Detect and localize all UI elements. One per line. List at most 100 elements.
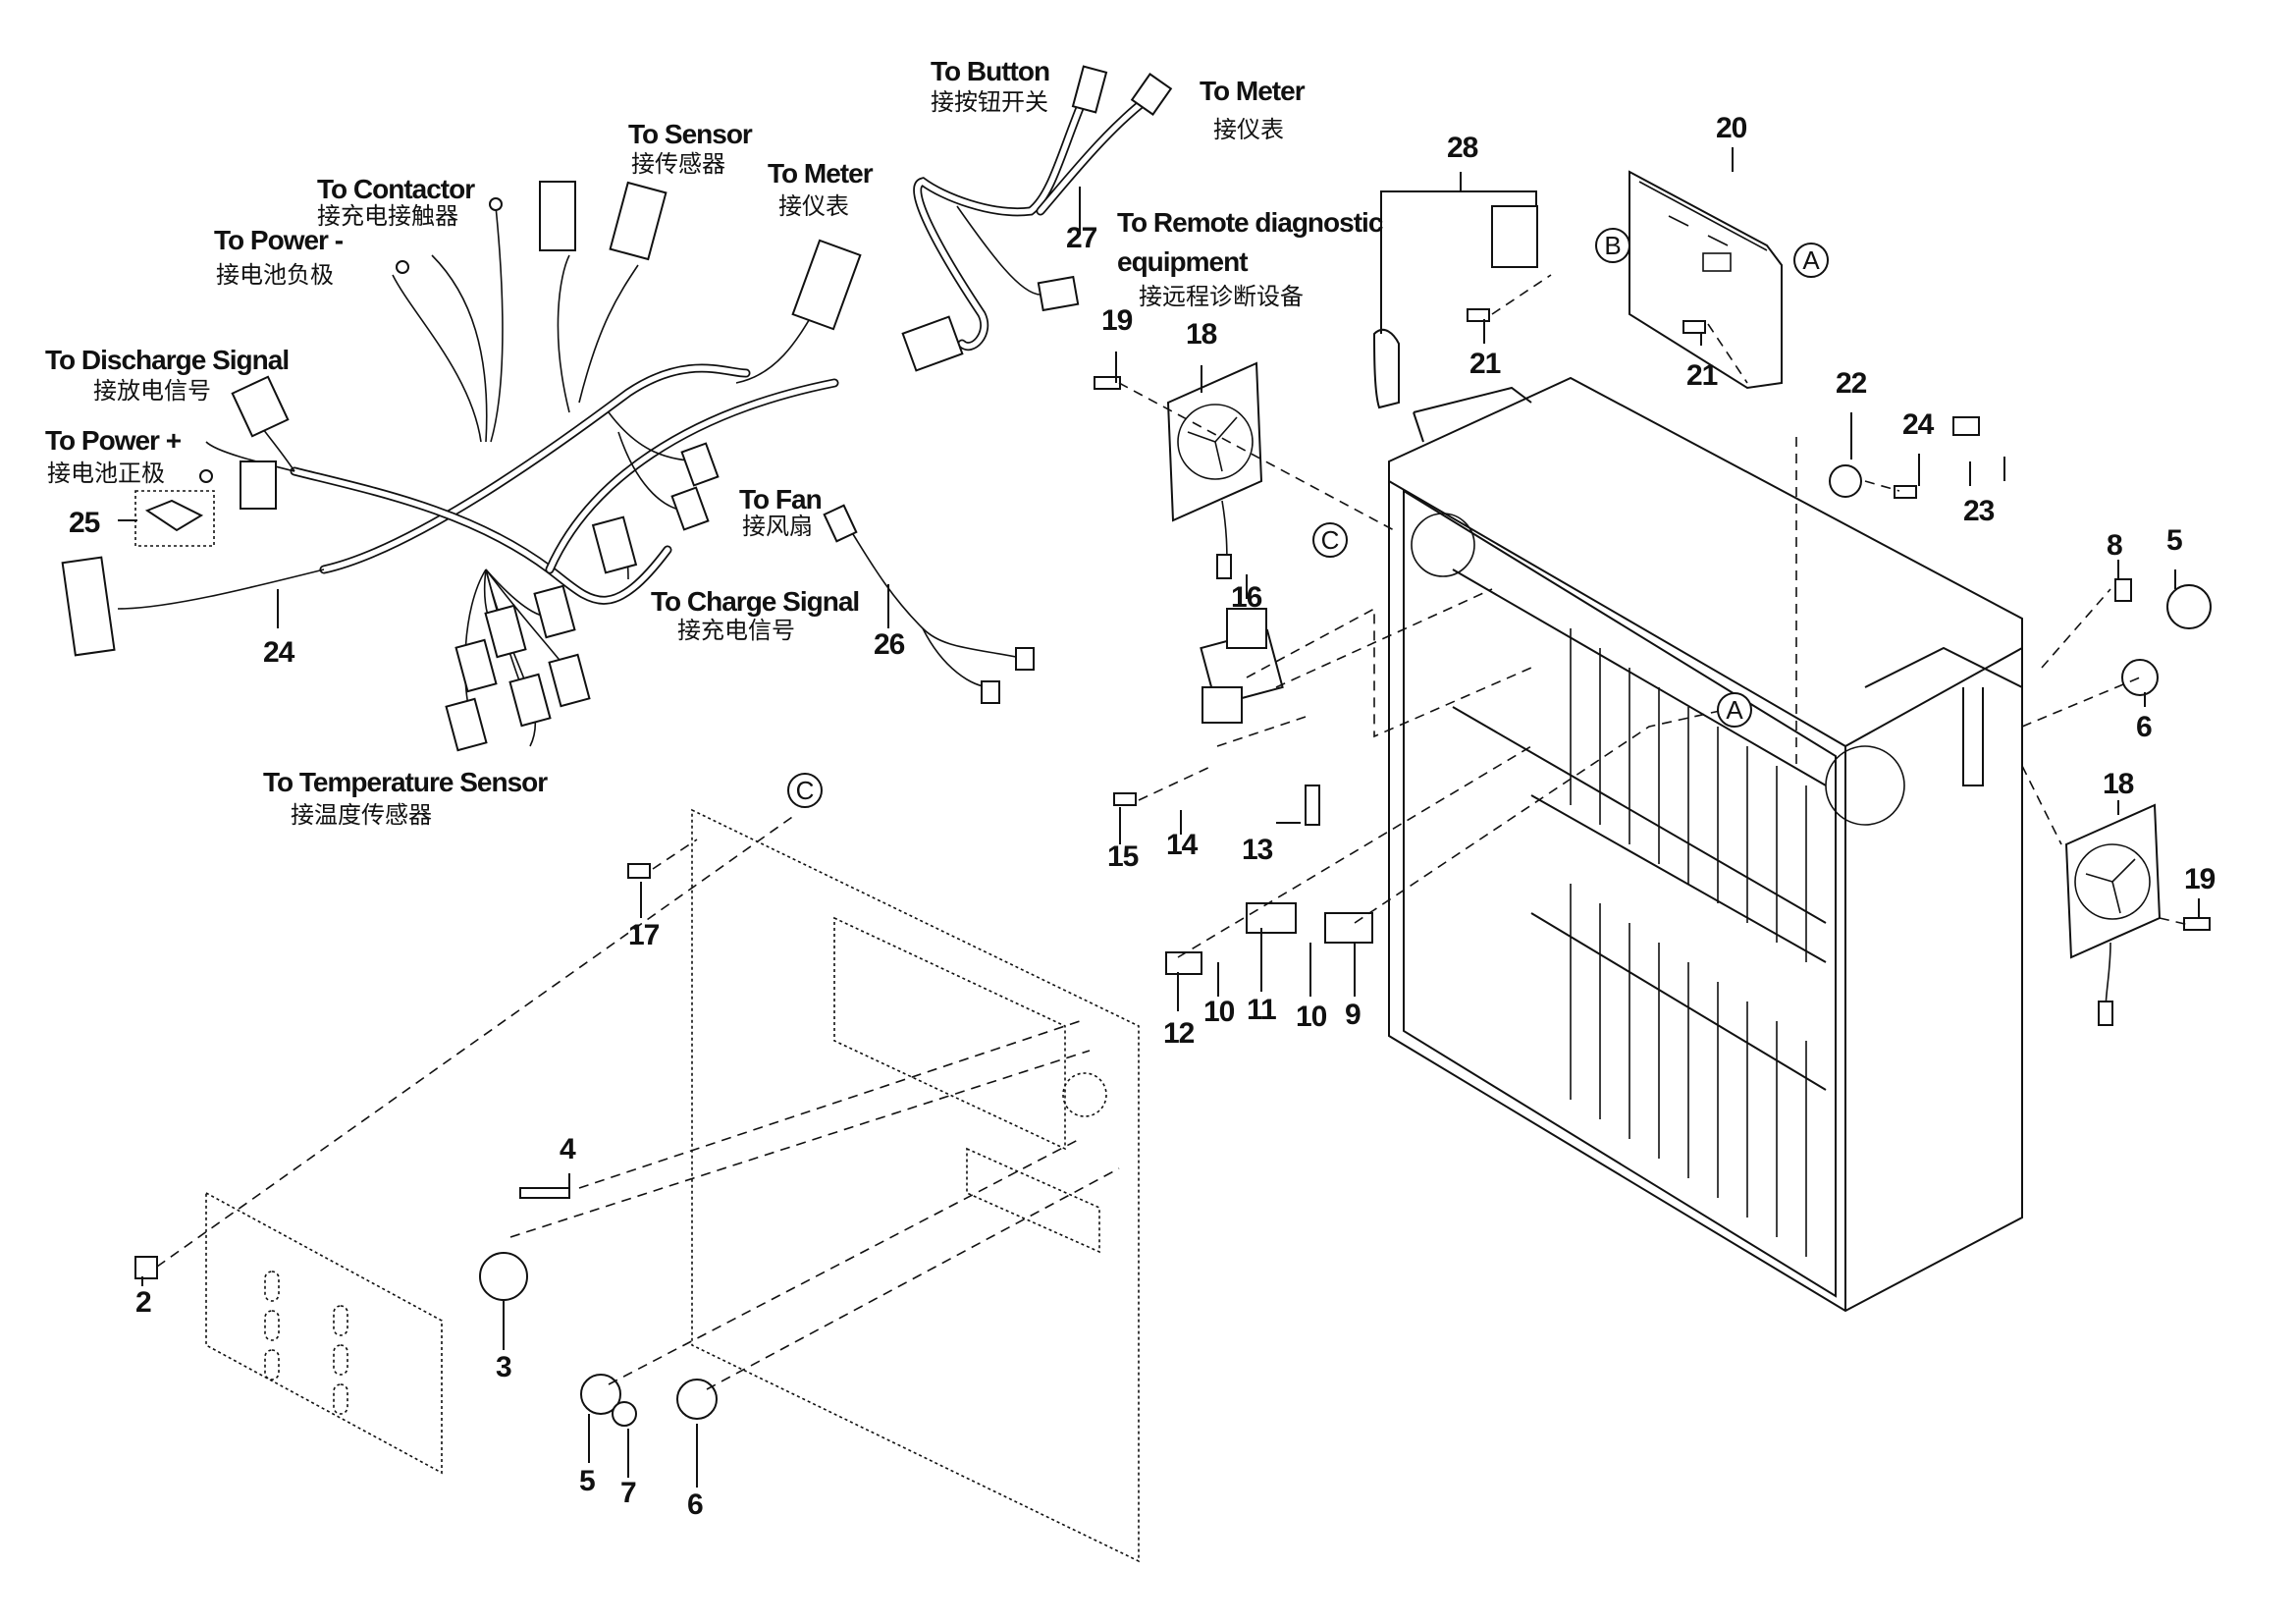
svg-text:To Discharge Signal: To Discharge Signal	[45, 345, 289, 375]
wire-harness-27	[901, 65, 1173, 372]
ref-marker-A-top: A	[1793, 243, 1829, 278]
ref-marker-C-fan: C	[1312, 522, 1348, 558]
fuse-holder	[240, 460, 277, 510]
vent-slots	[264, 1271, 348, 1415]
svg-text:equipment: equipment	[1117, 246, 1248, 277]
screw-17	[627, 863, 651, 879]
sensor-connector-1	[539, 181, 576, 251]
bracket-12	[1165, 951, 1202, 975]
fan-wire-26	[843, 519, 1022, 659]
part-19-left: 19	[1101, 304, 1133, 337]
controller-board-20	[1629, 170, 1783, 390]
svg-text:接充电接触器: 接充电接触器	[317, 202, 458, 230]
knob-6-right	[2121, 659, 2159, 696]
part-17: 17	[628, 919, 660, 951]
part-12: 12	[1163, 1017, 1195, 1050]
label-to-power-pos: To Power +接电池正极	[45, 425, 183, 487]
part-11: 11	[1247, 994, 1276, 1026]
label-to-power-neg: To Power - 接电池负极	[214, 225, 345, 289]
fuse-25-box	[134, 490, 215, 547]
knob-5-right	[2166, 584, 2212, 629]
power-pos-ring-terminal	[199, 469, 213, 483]
knob-5-bottom	[580, 1374, 621, 1415]
part-2: 2	[135, 1286, 151, 1319]
part-18-left: 18	[1186, 318, 1217, 351]
fuse-25	[144, 499, 204, 532]
part-26: 26	[874, 628, 905, 661]
fan-18-right	[2064, 803, 2162, 1026]
assembly-lines	[156, 274, 2190, 1390]
screw-2	[134, 1256, 158, 1279]
battery-cells	[1570, 628, 1807, 1257]
sensor-23	[1952, 416, 1980, 436]
sensor-connector-2	[609, 181, 667, 261]
part-24-harness: 24	[263, 636, 295, 669]
remote-antenna-28	[1372, 328, 1400, 409]
svg-text:To Power -: To Power -	[214, 225, 344, 255]
ref-marker-A-cabinet: A	[1717, 692, 1752, 728]
part-25: 25	[69, 507, 100, 539]
svg-text:To Fan: To Fan	[739, 484, 822, 514]
part-27: 27	[1066, 222, 1097, 254]
part-20: 20	[1716, 112, 1747, 144]
part-22: 22	[1836, 367, 1867, 400]
part-13: 13	[1242, 834, 1273, 866]
svg-text:To Remote diagnostic: To Remote diagnostic	[1117, 207, 1383, 238]
cable-4	[519, 1187, 570, 1199]
main-harness-connector	[61, 556, 116, 657]
power-neg-ring-terminal	[396, 260, 409, 274]
part-16: 16	[1231, 581, 1262, 614]
svg-text:接电池负极: 接电池负极	[216, 261, 334, 289]
part-5-bottom: 5	[579, 1465, 595, 1497]
fan-18-left	[1166, 361, 1263, 579]
part-7: 7	[620, 1477, 636, 1509]
fan-connector-a	[680, 442, 720, 487]
part-19-right: 19	[2184, 863, 2216, 895]
relay-16-base	[1201, 686, 1243, 724]
screw-15	[1113, 792, 1137, 806]
sensor-22	[1829, 464, 1862, 498]
part-21-left: 21	[1469, 348, 1501, 380]
svg-text:接仪表: 接仪表	[778, 192, 849, 220]
meter-3	[479, 1252, 528, 1301]
part-5-right: 5	[2166, 524, 2182, 557]
part-10-b: 10	[1296, 1001, 1327, 1033]
block-9	[1324, 912, 1373, 944]
part-23: 23	[1963, 495, 1995, 527]
knob-6-bottom	[676, 1379, 718, 1420]
part-14: 14	[1166, 829, 1199, 861]
svg-text:接传感器: 接传感器	[631, 150, 725, 178]
button-connector	[1071, 65, 1108, 114]
meter-connector	[791, 239, 862, 331]
temperature-sensor-connectors	[445, 584, 591, 752]
meter-rj-connector	[1130, 73, 1173, 116]
part-3: 3	[496, 1351, 511, 1383]
lamp-7	[612, 1401, 637, 1427]
block-11	[1246, 902, 1297, 934]
svg-text:接温度传感器: 接温度传感器	[291, 801, 432, 829]
svg-text:C: C	[1321, 525, 1340, 555]
part-18-right: 18	[2103, 768, 2134, 800]
svg-text:To Power +: To Power +	[45, 425, 182, 456]
screw-21-left	[1467, 308, 1490, 322]
remote-module-28	[1491, 205, 1538, 268]
part-15: 15	[1107, 840, 1139, 873]
part-28: 28	[1447, 132, 1478, 164]
part-9: 9	[1345, 999, 1361, 1031]
svg-text:接仪表: 接仪表	[1213, 116, 1284, 143]
svg-text:B: B	[1604, 231, 1621, 260]
power-connector-27	[901, 315, 964, 372]
contactor-ring-terminal	[489, 197, 503, 211]
relay-16	[1226, 608, 1267, 649]
terminal-13	[1305, 785, 1320, 826]
part-21-right: 21	[1686, 359, 1718, 392]
